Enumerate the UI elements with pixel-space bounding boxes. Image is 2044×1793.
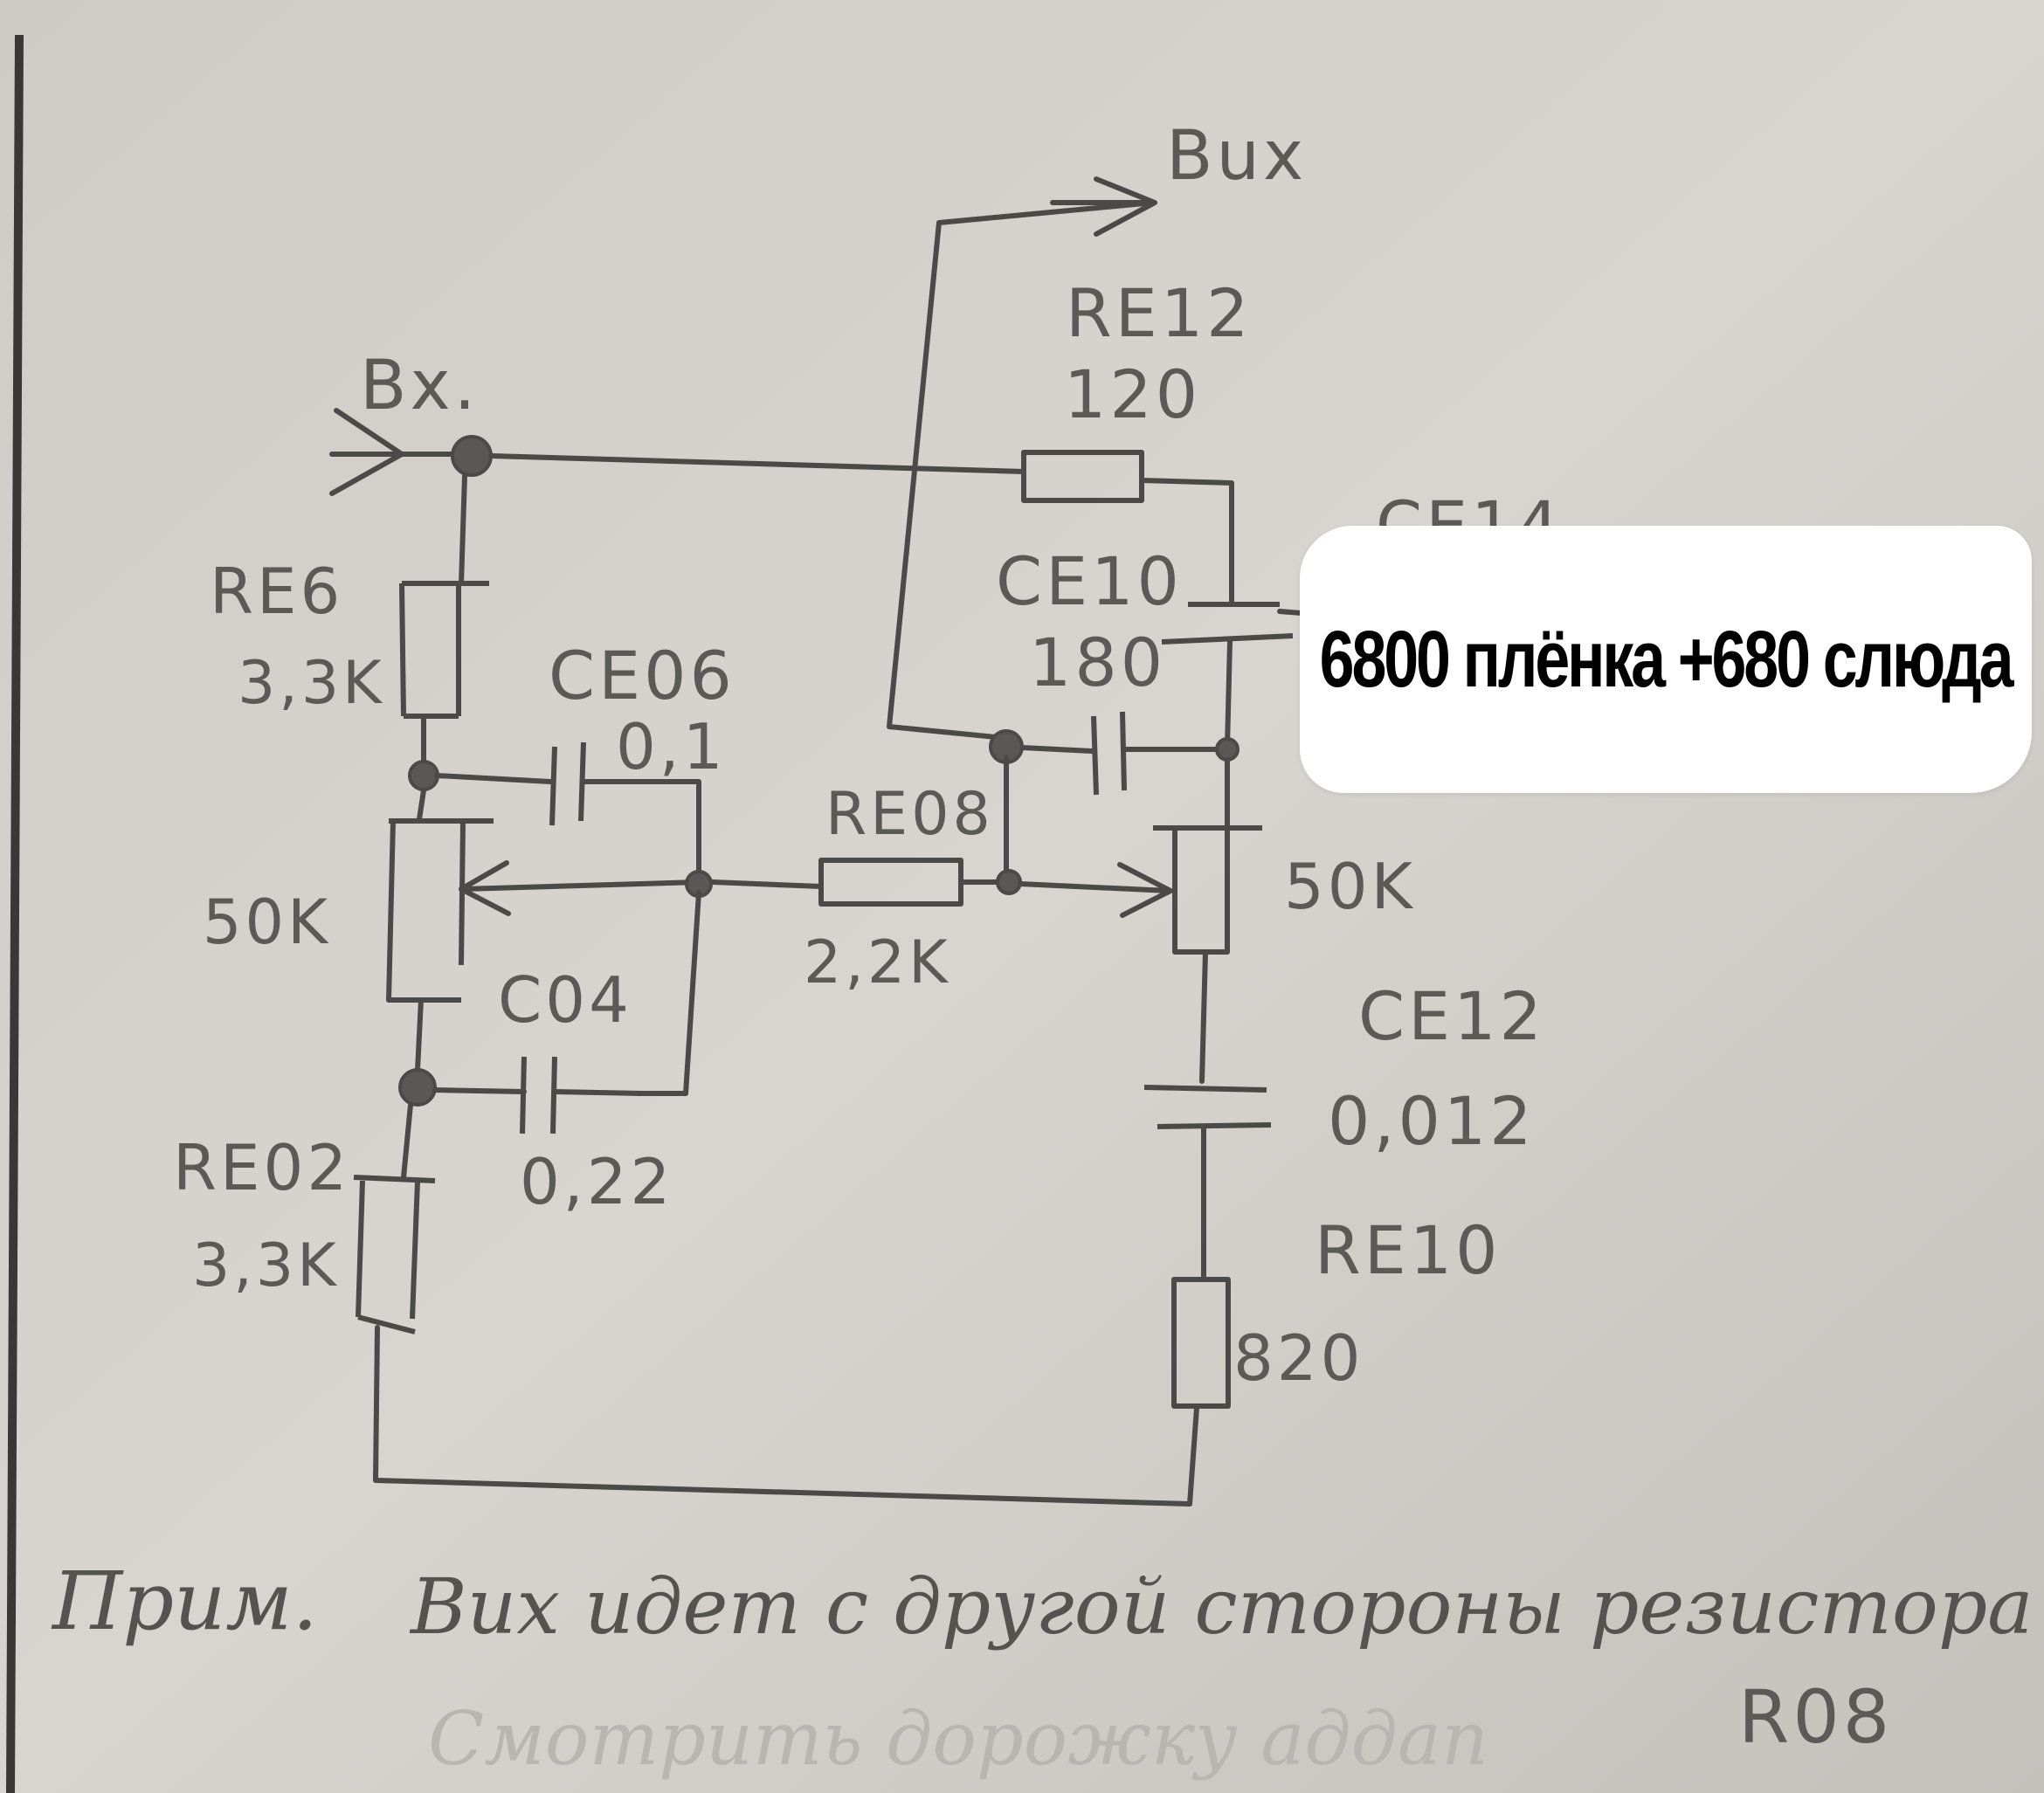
label-ce12-value: 0,012 [1328, 1082, 1536, 1160]
wire-pot1-down [415, 997, 424, 1072]
wire-pot2-to-ce12 [1199, 949, 1208, 1084]
wire-ce06-right [581, 779, 701, 885]
label-ce12-name: CE12 [1358, 977, 1545, 1055]
label-ce10-name: CE10 [996, 542, 1183, 620]
sticky-note: 6800 плёнка +680 слюда [1300, 526, 2032, 793]
wire-wiper-down [635, 890, 701, 1096]
label-re10-name: RE10 [1315, 1211, 1502, 1289]
paper-edge [6, 34, 24, 1793]
label-c04-name: C04 [498, 963, 632, 1037]
wire-output [887, 200, 1156, 741]
label-re02-name: RE02 [173, 1131, 350, 1204]
label-ce06-name: CE06 [549, 637, 735, 714]
c04-capacitor [520, 1056, 557, 1134]
wire-to-pot2-wiper [1018, 862, 1173, 918]
input-node [451, 435, 493, 477]
wire-bottom-return [373, 1325, 1199, 1507]
wire-re12-to-ce10 [1139, 478, 1234, 603]
note-faint: Смотрить дорожку аддап [428, 1696, 1488, 1782]
wire-ce10-down [1225, 639, 1233, 749]
re10-resistor [1171, 1277, 1231, 1409]
label-re08-value: 2,2K [804, 928, 951, 997]
wire-input-to-re6 [459, 473, 467, 586]
output-arrow [1050, 176, 1157, 237]
node-left-bottom [398, 1068, 437, 1107]
sticky-note-text: 6800 плёнка +680 слюда [1320, 614, 2014, 704]
pot1-body [386, 818, 494, 1003]
note-text: Вих идет с другой стороны резистора [409, 1562, 2034, 1652]
label-pot1-value: 50K [203, 886, 331, 958]
wire-to-re08 [710, 879, 824, 889]
pot2-body [1153, 825, 1262, 955]
re12-resistor [1021, 450, 1144, 503]
label-re6-value: 3,3K [238, 649, 385, 718]
wire-to-pot1 [417, 788, 426, 822]
wire-ce14-stub [1277, 609, 1304, 616]
wire-c04-left [432, 1087, 527, 1094]
node-re08-right [996, 869, 1022, 895]
re6-resistor [399, 581, 489, 719]
label-re6-name: RE6 [210, 555, 343, 628]
ce12-capacitor [1143, 1085, 1272, 1129]
node-left-top [408, 760, 439, 791]
label-ce10-value: 180 [1029, 624, 1166, 701]
pot1-wiper [459, 860, 701, 916]
label-output: Bux [1166, 117, 1307, 196]
label-re12-value: 120 [1064, 355, 1201, 433]
input-arrow [329, 408, 461, 496]
note-prefix: Прим. [51, 1555, 318, 1648]
node-right-top [1215, 737, 1240, 762]
label-input: Bx. [360, 347, 479, 425]
wire-ce-mid-left [1019, 745, 1095, 754]
wire-ce06-left [434, 773, 553, 784]
re02-resistor [353, 1175, 436, 1334]
note-ref: R08 [1738, 1674, 1893, 1760]
ce10-capacitor [1161, 602, 1294, 645]
label-re02-value: 3,3K [192, 1231, 340, 1300]
label-re12-name: RE12 [1066, 274, 1253, 352]
wire-input-to-re12 [488, 453, 1026, 474]
wire-c04-right [552, 1089, 645, 1096]
label-c04-value: 0,22 [520, 1145, 673, 1218]
label-re10-value: 820 [1233, 1321, 1364, 1395]
label-re08-name: RE08 [825, 780, 994, 849]
wire-to-re02 [401, 1102, 413, 1180]
label-pot2-value: 50K [1284, 850, 1416, 923]
label-ce06-value: 0,1 [616, 710, 727, 783]
